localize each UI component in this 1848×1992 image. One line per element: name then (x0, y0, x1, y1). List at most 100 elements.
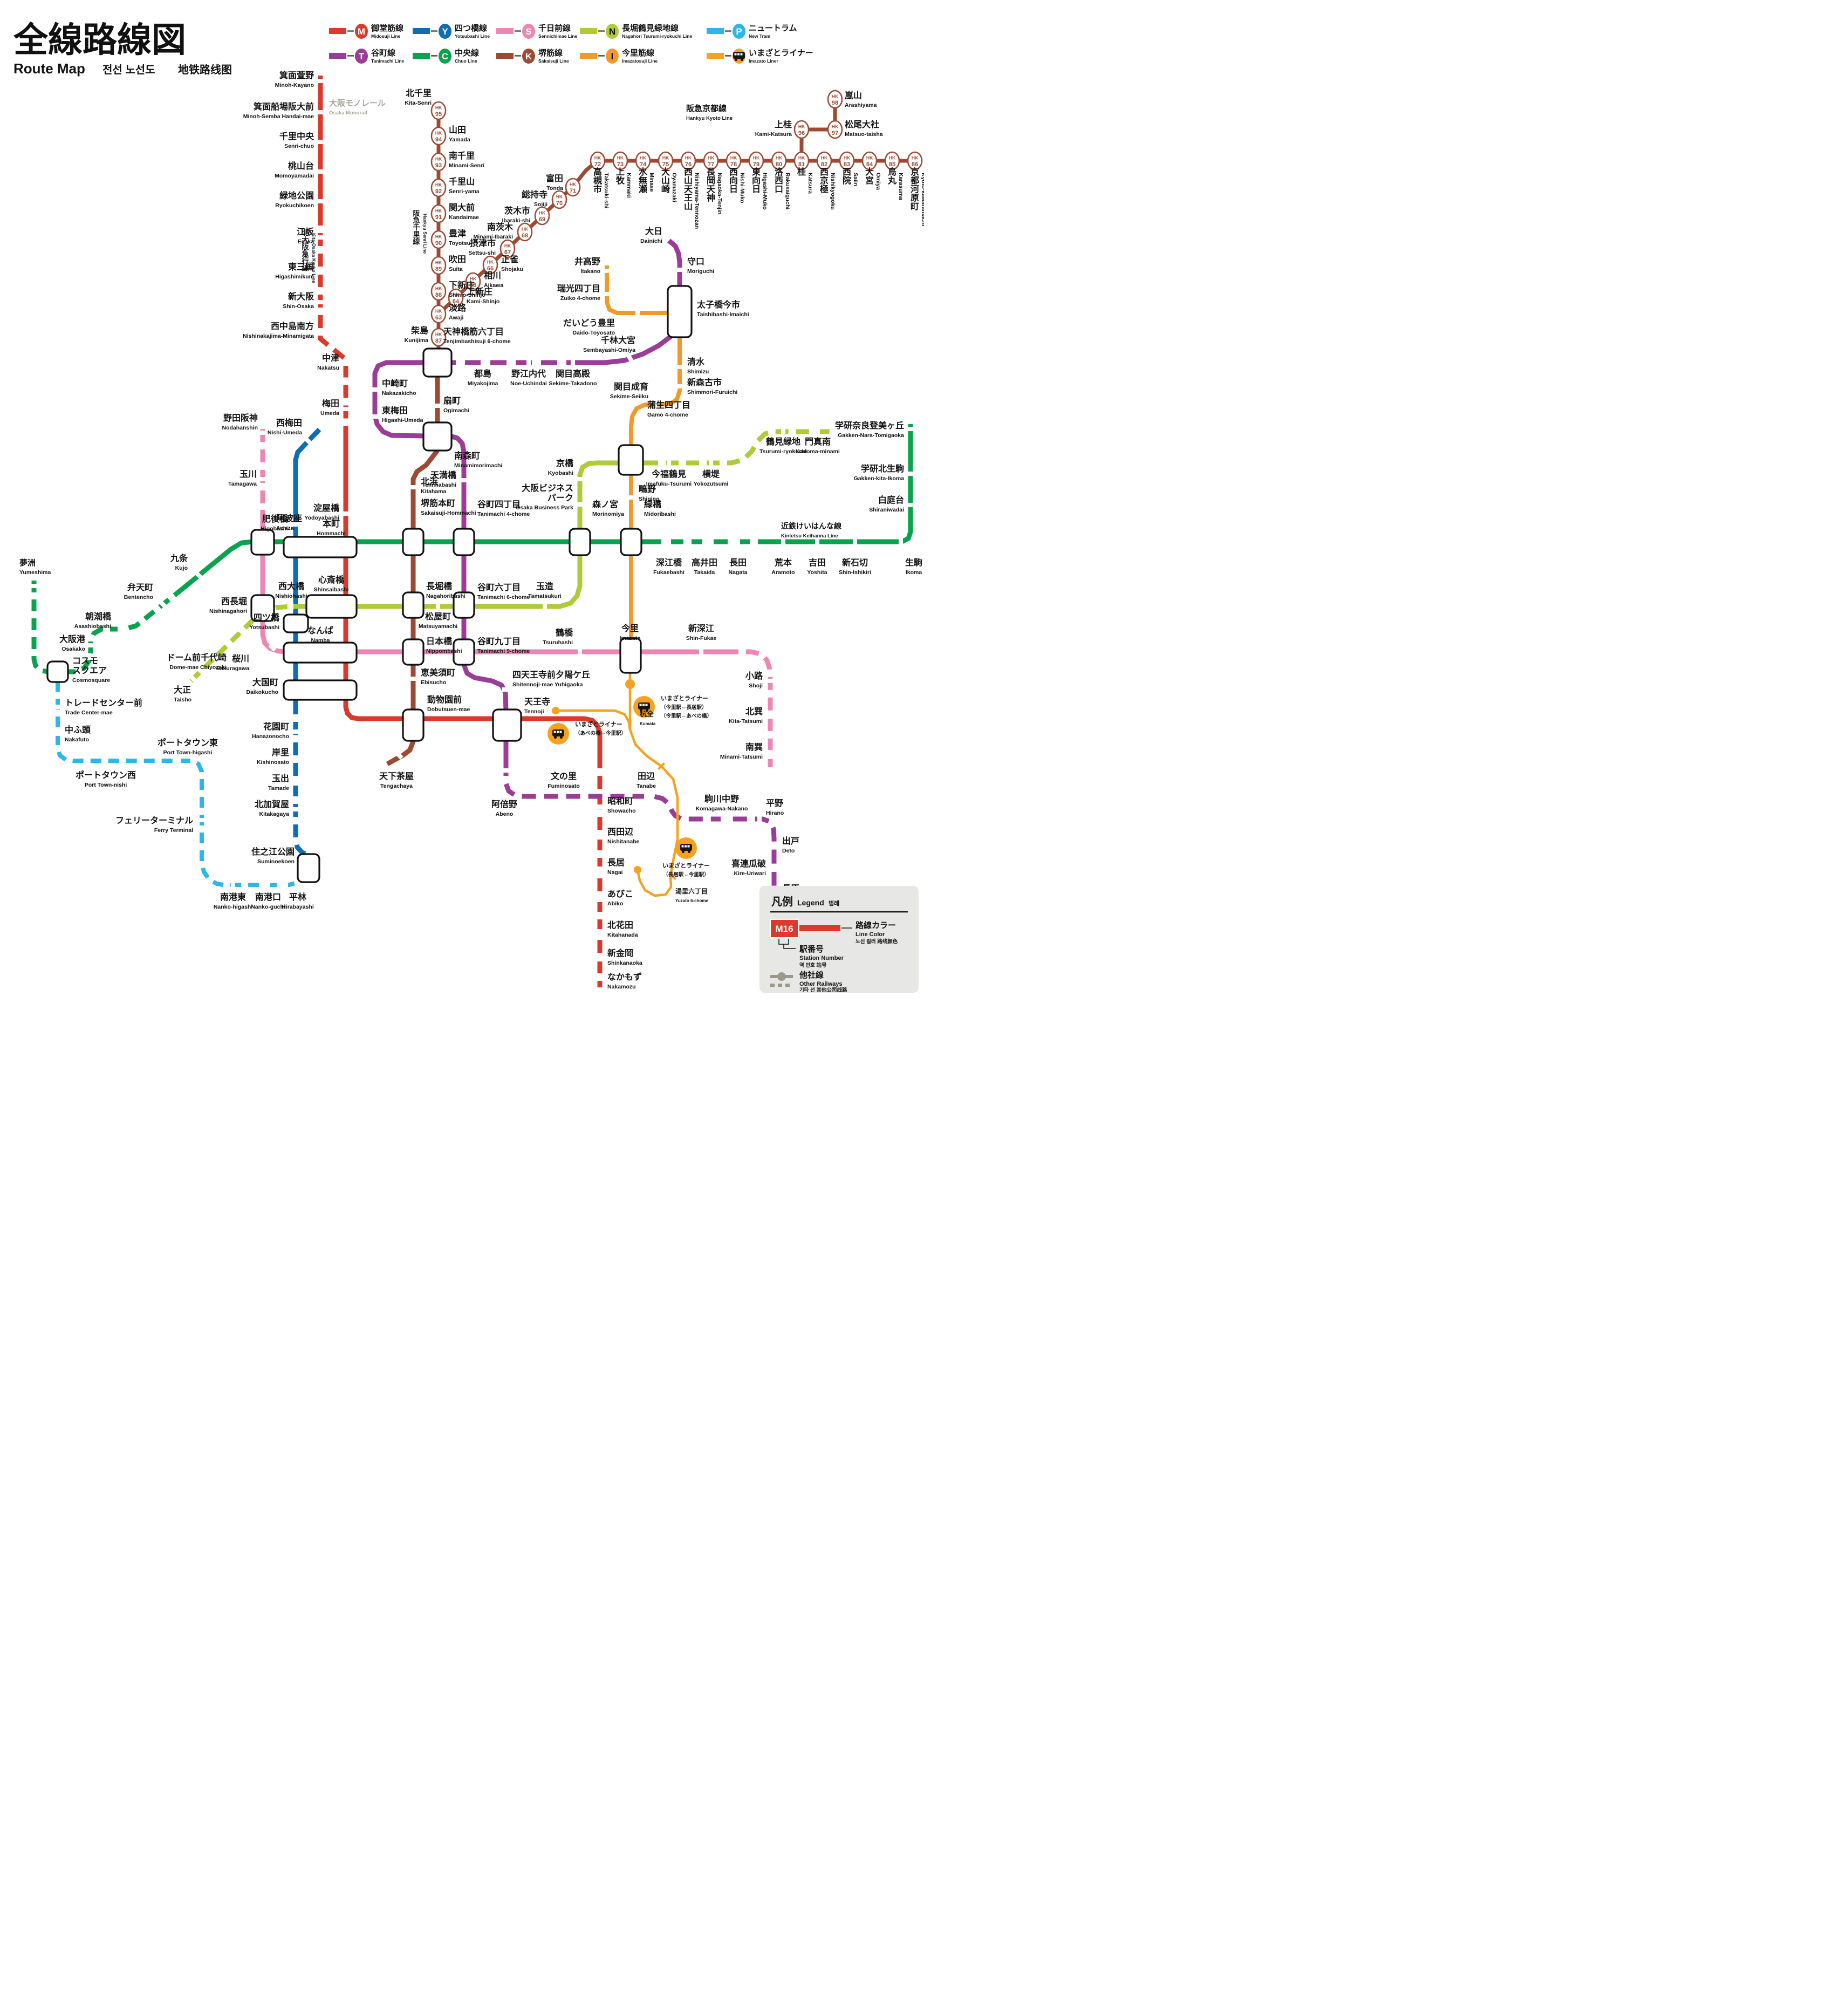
svg-text:南巽: 南巽 (745, 742, 763, 752)
svg-text:中津: 中津 (322, 353, 339, 363)
svg-text:心斎橋: 心斎橋 (318, 575, 345, 585)
line-midosuji (318, 213, 348, 435)
svg-text:Sennichimae Line: Sennichimae Line (538, 33, 578, 39)
svg-text:HK: HK (435, 156, 442, 162)
svg-text:鶴橋: 鶴橋 (556, 627, 573, 638)
svg-text:Tennoji: Tennoji (524, 708, 544, 715)
svg-text:Sembayashi-Omiya: Sembayashi-Omiya (583, 347, 635, 353)
station-gap (676, 384, 683, 388)
interchange-station-box (620, 528, 642, 556)
svg-text:Minami-Tatsumi: Minami-Tatsumi (720, 754, 763, 760)
interchange-station-box (283, 679, 358, 701)
svg-text:N: N (609, 26, 615, 37)
svg-text:Hirano: Hirano (766, 810, 784, 816)
svg-text:西大橋: 西大橋 (278, 581, 305, 591)
station-gap (815, 538, 819, 545)
svg-text:Nagata: Nagata (728, 569, 747, 576)
svg-text:Shin-Osaka: Shin-Osaka (283, 303, 314, 310)
station-gap (709, 459, 713, 467)
svg-text:Legend: Legend (797, 898, 824, 907)
station-gap (371, 387, 379, 392)
svg-text:Higashi-Muko: Higashi-Muko (762, 173, 768, 210)
svg-text:トレードセンター前: トレードセンター前 (65, 698, 142, 708)
svg-text:Kami-Katsura: Kami-Katsura (755, 131, 792, 138)
station-gap (434, 404, 441, 408)
svg-text:기타 선 其他公司线路: 기타 선 其他公司线路 (799, 987, 847, 993)
station-gaps (30, 79, 914, 961)
svg-text:大阪モノレール: 大阪モノレール (329, 98, 386, 108)
station-gap (292, 807, 299, 811)
interchange-station-box (283, 613, 309, 633)
svg-text:81: 81 (798, 161, 805, 168)
svg-text:Shigino: Shigino (639, 496, 660, 502)
svg-text:63: 63 (435, 315, 442, 321)
svg-text:New Tram: New Tram (749, 33, 771, 39)
svg-text:出戸: 出戸 (782, 836, 799, 846)
svg-text:谷町線: 谷町線 (371, 48, 395, 58)
svg-text:昭和町: 昭和町 (607, 796, 633, 806)
station-gap (259, 477, 266, 481)
svg-text:I: I (611, 51, 614, 62)
svg-text:HK: HK (708, 155, 715, 161)
svg-text:Tsurumi-ryokuchi: Tsurumi-ryokuchi (759, 448, 807, 455)
interchange-station-box (402, 638, 425, 666)
svg-text:東向日: 東向日 (752, 167, 761, 194)
svg-text:HK: HK (539, 210, 546, 216)
svg-text:長堀橋: 長堀橋 (426, 581, 453, 591)
svg-text:HK: HK (453, 292, 460, 298)
station-gap (88, 643, 95, 647)
svg-text:Cosmosquare: Cosmosquare (72, 677, 110, 684)
svg-text:Minami-Ibaraki: Minami-Ibaraki (473, 234, 513, 240)
svg-text:吹田: 吹田 (449, 254, 466, 264)
svg-text:Moriguchi: Moriguchi (687, 268, 714, 275)
svg-text:Shin-Fukae: Shin-Fukae (686, 635, 717, 642)
station-gap (460, 478, 468, 482)
svg-text:HK: HK (640, 155, 647, 161)
station-gap (526, 359, 531, 366)
svg-text:Yotsubashi Line: Yotsubashi Line (455, 33, 490, 39)
line-newtram (56, 681, 307, 887)
svg-text:Morinomiya: Morinomiya (592, 511, 624, 517)
svg-text:범례: 범례 (829, 899, 839, 907)
svg-text:Nagaoka-Tenjin: Nagaoka-Tenjin (716, 173, 723, 214)
svg-text:西向日: 西向日 (729, 167, 738, 194)
svg-text:75: 75 (662, 161, 669, 168)
svg-text:吉田: 吉田 (809, 557, 826, 568)
svg-text:Kammaki: Kammaki (626, 173, 632, 198)
station-gap (766, 714, 774, 719)
station-gap (317, 300, 324, 304)
line-nagahori (645, 429, 833, 466)
svg-text:上牧: 上牧 (616, 167, 625, 186)
svg-text:Sekime-Seiiku: Sekime-Seiiku (610, 393, 648, 400)
svg-text:83: 83 (844, 161, 850, 168)
